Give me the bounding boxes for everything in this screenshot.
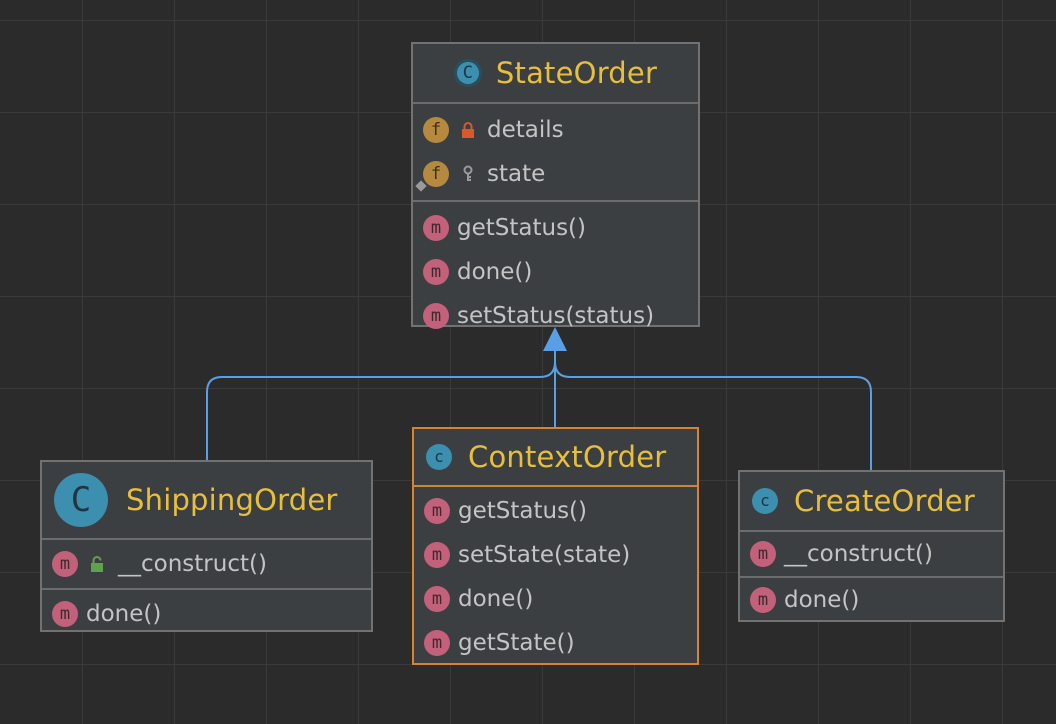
- private-lock-icon: [457, 122, 479, 138]
- method-row[interactable]: m getState(): [414, 621, 697, 665]
- class-icon: C: [54, 473, 108, 527]
- method-name: __construct(): [118, 551, 267, 577]
- method-row[interactable]: m done(): [740, 578, 1003, 622]
- field-name: details: [487, 117, 564, 143]
- class-header: C StateOrder: [413, 44, 698, 104]
- method-row[interactable]: m __construct(): [42, 542, 371, 586]
- class-header: C ShippingOrder: [42, 462, 371, 540]
- methods-section: m __construct(): [740, 532, 1003, 578]
- class-shippingorder[interactable]: C ShippingOrder m __construct() m done(): [40, 460, 373, 632]
- field-icon: f: [415, 161, 449, 192]
- method-name: getState(): [458, 630, 575, 656]
- methods-section: m getStatus() m setState(state) m done()…: [414, 487, 697, 667]
- class-name: CreateOrder: [794, 484, 975, 518]
- protected-diamond-icon: [415, 180, 427, 192]
- method-name: setStatus(status): [457, 303, 655, 329]
- field-row[interactable]: f details: [413, 108, 698, 152]
- method-row[interactable]: m setStatus(status): [413, 294, 698, 338]
- class-stateorder[interactable]: C StateOrder f details f state m getStat…: [411, 42, 700, 329]
- method-icon: m: [424, 498, 450, 524]
- method-row[interactable]: m __construct(): [740, 532, 1003, 576]
- method-icon: m: [52, 551, 78, 577]
- class-createorder[interactable]: c CreateOrder m __construct() m done(): [738, 470, 1005, 622]
- fields-section: f details f state: [413, 104, 698, 202]
- method-name: getStatus(): [458, 498, 588, 524]
- methods-section: m done(): [740, 578, 1003, 622]
- methods-section: m done(): [42, 590, 371, 638]
- method-row[interactable]: m done(): [42, 592, 371, 636]
- method-row[interactable]: m getStatus(): [414, 489, 697, 533]
- method-name: done(): [784, 587, 860, 613]
- method-icon: m: [423, 303, 449, 329]
- method-row[interactable]: m done(): [414, 577, 697, 621]
- class-icon: c: [752, 488, 778, 514]
- methods-section: m getStatus() m done() m setStatus(statu…: [413, 202, 698, 342]
- method-name: __construct(): [784, 541, 933, 567]
- field-icon: f: [423, 117, 449, 143]
- method-row[interactable]: m getStatus(): [413, 206, 698, 250]
- method-row[interactable]: m done(): [413, 250, 698, 294]
- method-row[interactable]: m setState(state): [414, 533, 697, 577]
- method-name: getStatus(): [457, 215, 587, 241]
- method-icon: m: [750, 587, 776, 613]
- class-name: ShippingOrder: [126, 483, 338, 517]
- method-icon: m: [52, 601, 78, 627]
- field-row[interactable]: f state: [413, 152, 698, 196]
- method-icon: m: [423, 215, 449, 241]
- method-name: done(): [86, 601, 162, 627]
- field-name: state: [487, 161, 546, 187]
- class-icon: c: [426, 444, 452, 470]
- methods-section: m __construct(): [42, 540, 371, 590]
- public-unlock-icon: [86, 556, 108, 572]
- class-name: ContextOrder: [468, 440, 667, 474]
- method-icon: m: [424, 586, 450, 612]
- method-icon: m: [424, 542, 450, 568]
- class-contextorder[interactable]: c ContextOrder m getStatus() m setState(…: [412, 427, 699, 665]
- method-name: setState(state): [458, 542, 631, 568]
- protected-key-icon: [457, 165, 479, 183]
- method-name: done(): [458, 586, 534, 612]
- method-name: done(): [457, 259, 533, 285]
- method-icon: m: [423, 259, 449, 285]
- class-header: c CreateOrder: [740, 472, 1003, 532]
- abstract-class-icon: C: [453, 59, 482, 87]
- method-icon: m: [424, 630, 450, 656]
- class-name: StateOrder: [495, 56, 658, 90]
- method-icon: m: [750, 541, 776, 567]
- class-header: c ContextOrder: [414, 429, 697, 487]
